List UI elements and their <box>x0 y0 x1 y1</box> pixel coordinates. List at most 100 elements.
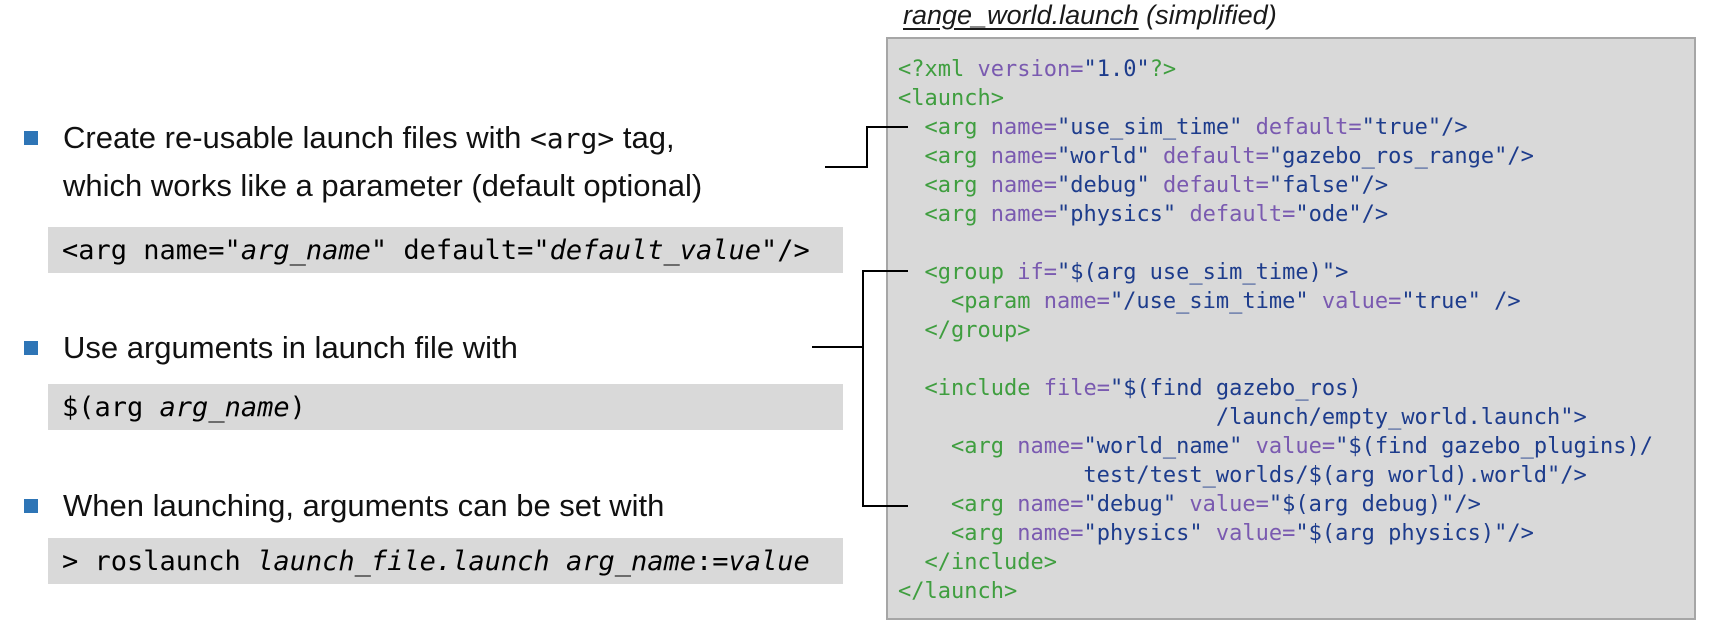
bullet-create-launch-files: Create re-usable launch files with <arg>… <box>24 114 883 209</box>
code-token: default= <box>1162 173 1269 198</box>
code-line: <arg name="physics" default="ode"/> <box>898 200 1694 229</box>
inline-code-arg-substitution: $(arg arg_name) <box>48 384 843 430</box>
code-line: <?xml version="1.0"?> <box>898 55 1694 84</box>
connector-line-usage-bracket <box>862 270 908 272</box>
code-token: default= <box>1255 115 1362 140</box>
code-token <box>1203 521 1216 546</box>
inline-code-segment: arg_name <box>240 234 371 266</box>
code-line: /launch/empty_world.launch"> <box>898 403 1694 432</box>
code-line: </include> <box>898 548 1694 577</box>
code-token: "$(arg debug)"/> <box>1268 492 1481 517</box>
code-token: "true"/> <box>1361 115 1468 140</box>
code-token: <arg <box>924 144 991 169</box>
code-token: name= <box>990 144 1057 169</box>
bullet-text-segment: <arg> <box>529 122 615 155</box>
code-token: "debug" <box>1083 492 1177 517</box>
code-token: <param <box>950 289 1044 314</box>
code-line: <launch> <box>898 84 1694 113</box>
code-token: <arg <box>950 434 1018 459</box>
code-token: value= <box>1215 521 1296 546</box>
code-token <box>1176 202 1189 227</box>
code-token: "true" /> <box>1401 289 1521 314</box>
inline-code-segment: default_value <box>549 234 761 266</box>
code-token: name= <box>1043 289 1110 314</box>
code-token: "/use_sim_time" <box>1109 289 1309 314</box>
code-token <box>898 260 925 285</box>
code-line: </launch> <box>898 577 1694 606</box>
code-token: "$(find gazebo_ros) <box>1109 376 1362 401</box>
bullet-text-line: Create re-usable launch files with <arg>… <box>63 114 883 162</box>
code-token <box>898 289 951 314</box>
code-line: <param name="/use_sim_time" value="true"… <box>898 287 1694 316</box>
connector-line-usage-bracket <box>862 271 864 507</box>
code-token: "$(find gazebo_plugins)/ <box>1335 434 1654 459</box>
code-line: <arg name="use_sim_time" default="true"/… <box>898 113 1694 142</box>
code-token: "1.0" <box>1083 57 1150 82</box>
code-token: /launch/empty_world.launch"> <box>898 405 1587 430</box>
code-token <box>898 521 951 546</box>
code-token <box>898 376 925 401</box>
code-token: name= <box>990 115 1057 140</box>
code-token: "$(arg use_sim_time)"> <box>1056 260 1349 285</box>
code-token: "world_name" <box>1083 434 1243 459</box>
bullet-use-arguments: Use arguments in launch file with <box>24 324 883 371</box>
code-line: </group> <box>898 316 1694 345</box>
code-token <box>898 550 925 575</box>
connector-line-arg-tag <box>866 127 868 168</box>
code-token: "physics" <box>1056 202 1177 227</box>
code-token: <arg <box>924 115 991 140</box>
connector-line-usage-bracket <box>812 346 864 348</box>
code-token: "physics" <box>1083 521 1203 546</box>
code-token: <arg <box>950 521 1018 546</box>
code-line: <arg name="world" default="gazebo_ros_ra… <box>898 142 1694 171</box>
code-token: "false"/> <box>1268 173 1389 198</box>
code-token: version= <box>977 57 1084 82</box>
bullet-text-segment: which works like a parameter (default op… <box>63 168 703 203</box>
code-token: default= <box>1162 144 1269 169</box>
inline-code-segment <box>550 546 566 577</box>
code-token: file= <box>1043 376 1110 401</box>
code-token: ?> <box>1149 57 1177 82</box>
code-token: "gazebo_ros_range"/> <box>1268 144 1534 169</box>
code-token <box>1242 434 1255 459</box>
bullet-when-launching: When launching, arguments can be set wit… <box>24 482 883 529</box>
inline-code-segment: := <box>696 545 729 577</box>
code-token <box>898 202 925 227</box>
code-token <box>898 144 925 169</box>
bullet-text: Create re-usable launch files with <arg>… <box>63 114 883 209</box>
bullet-square-icon <box>24 341 38 355</box>
code-token: <?xml <box>898 57 978 82</box>
code-line: test/test_worlds/$(arg world).world"/> <box>898 461 1694 490</box>
connector-line-arg-tag <box>825 166 868 168</box>
bullet-square-icon <box>24 499 38 513</box>
code-line: <arg name="physics" value="$(arg physics… <box>898 519 1694 548</box>
bullet-text: When launching, arguments can be set wit… <box>63 482 883 529</box>
code-token: "world" <box>1056 144 1150 169</box>
code-token: </include> <box>924 550 1057 575</box>
inline-code-roslaunch-command: > roslaunch launch_file.launch arg_name:… <box>48 538 843 584</box>
code-token: test/test_worlds/$(arg world).world"/> <box>898 463 1587 488</box>
code-token: if= <box>1017 260 1057 285</box>
bullet-text-line: Use arguments in launch file with <box>63 324 883 371</box>
code-token <box>1150 144 1163 169</box>
code-line: <arg name="world_name" value="$(find gaz… <box>898 432 1694 461</box>
bullet-text-line: which works like a parameter (default op… <box>63 162 883 209</box>
code-token <box>1150 173 1163 198</box>
bullet-text: Use arguments in launch file with <box>63 324 883 371</box>
inline-code-segment: "/> <box>761 234 810 266</box>
code-token: value= <box>1255 434 1336 459</box>
launch-file-code-panel: <?xml version="1.0"?><launch> <arg name=… <box>886 37 1696 620</box>
code-token: </launch> <box>898 579 1018 604</box>
code-token: "debug" <box>1056 173 1150 198</box>
code-line <box>898 345 1694 374</box>
code-line: <group if="$(arg use_sim_time)"> <box>898 258 1694 287</box>
code-token: <arg <box>924 173 991 198</box>
code-token: "$(arg physics)"/> <box>1295 521 1534 546</box>
code-token: value= <box>1189 492 1269 517</box>
inline-code-segment: arg_name <box>159 391 290 423</box>
bullet-text-line: When launching, arguments can be set wit… <box>63 482 883 529</box>
bullet-text-segment: Use arguments in launch file with <box>63 330 518 365</box>
code-token: name= <box>990 202 1057 227</box>
code-token: name= <box>1017 521 1084 546</box>
code-token: name= <box>990 173 1057 198</box>
